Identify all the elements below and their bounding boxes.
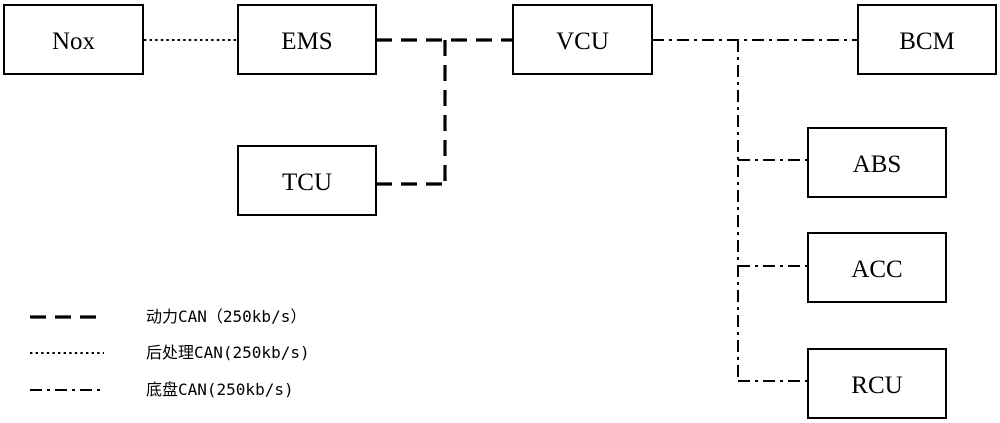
node-acc-label: ACC xyxy=(851,256,902,283)
node-bcm-label: BCM xyxy=(899,28,955,55)
node-nox-label: Nox xyxy=(52,28,96,55)
node-vcu: VCU xyxy=(513,5,652,74)
node-ems: EMS xyxy=(238,5,376,74)
node-rcu-label: RCU xyxy=(851,372,902,399)
node-bcm: BCM xyxy=(858,5,996,74)
node-tcu: TCU xyxy=(238,146,376,215)
legend-post-can-label: 后处理CAN(250kb/s) xyxy=(146,343,310,362)
node-vcu-label: VCU xyxy=(556,28,609,55)
legend: 动力CAN（250kb/s） 后处理CAN(250kb/s) 底盘CAN(250… xyxy=(30,307,310,399)
legend-power-can-label: 动力CAN（250kb/s） xyxy=(146,307,306,326)
legend-chassis-can-label: 底盘CAN(250kb/s) xyxy=(146,380,294,399)
node-acc: ACC xyxy=(808,233,946,302)
node-nox: Nox xyxy=(4,5,143,74)
node-ems-label: EMS xyxy=(281,28,332,55)
node-rcu: RCU xyxy=(808,349,946,418)
node-abs-label: ABS xyxy=(853,151,902,178)
node-abs: ABS xyxy=(808,128,946,197)
node-tcu-label: TCU xyxy=(282,169,332,196)
